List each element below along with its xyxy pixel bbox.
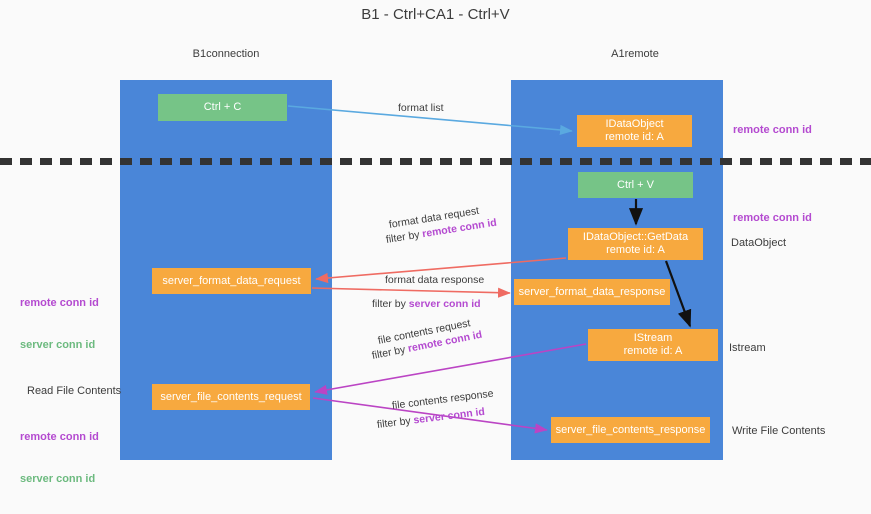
arrow-getdata-to-istream	[664, 260, 692, 328]
label-left-conn-ids-bottom: remote conn id server conn id	[20, 402, 99, 514]
label-dataobject: DataObject	[731, 237, 787, 249]
filter-prefix: filter by	[372, 298, 409, 310]
arrow-format-data-response	[311, 287, 511, 298]
filter-key: server conn id	[408, 298, 481, 310]
arrow-file-contents-response	[312, 397, 548, 434]
diagram-canvas: B1 - Ctrl+CA1 - Ctrl+V B1connection A1re…	[0, 6, 871, 485]
node-server-file-contents-request[interactable]: server_file_contents_request	[152, 384, 310, 410]
arrow-format-list	[287, 105, 573, 136]
arrow-file-contents-request	[314, 343, 587, 395]
node-ctrl-v[interactable]: Ctrl + V	[578, 172, 693, 198]
edge-label-format-data-response-filter: filter by server conn id	[372, 297, 481, 311]
page-title: B1 - Ctrl+CA1 - Ctrl+V	[361, 6, 510, 23]
label-remote-conn-id-left-2: remote conn id	[20, 431, 99, 443]
label-remote-conn-id-top: remote conn id	[733, 124, 812, 136]
node-server-file-contents-response[interactable]: server_file_contents_response	[551, 417, 710, 443]
label-read-file-contents: Read File Contents	[27, 385, 122, 397]
label-istream: Istream	[729, 342, 766, 354]
arrow-format-data-request	[315, 257, 567, 284]
phase-divider	[0, 158, 871, 165]
edge-label-format-data-response: format data response	[385, 274, 485, 286]
edge-label-format-list: format list	[398, 102, 444, 114]
connector-layer	[287, 105, 692, 434]
node-server-format-data-request[interactable]: server_format_data_request	[152, 268, 311, 294]
label-remote-conn-id-left: remote conn id	[20, 297, 99, 309]
column-header-b1: B1connection	[192, 48, 260, 60]
node-ctrl-c[interactable]: Ctrl + C	[158, 94, 287, 121]
label-remote-conn-id-mid: remote conn id	[733, 212, 812, 224]
column-header-a1: A1remote	[611, 48, 659, 60]
node-server-format-data-response[interactable]: server_format_data_response	[514, 279, 670, 305]
label-write-file-contents: Write File Contents	[732, 425, 826, 437]
label-server-conn-id-left: server conn id	[20, 339, 96, 351]
label-server-conn-id-left-2: server conn id	[20, 473, 96, 485]
label-left-conn-ids-top: remote conn id server conn id	[20, 268, 99, 380]
